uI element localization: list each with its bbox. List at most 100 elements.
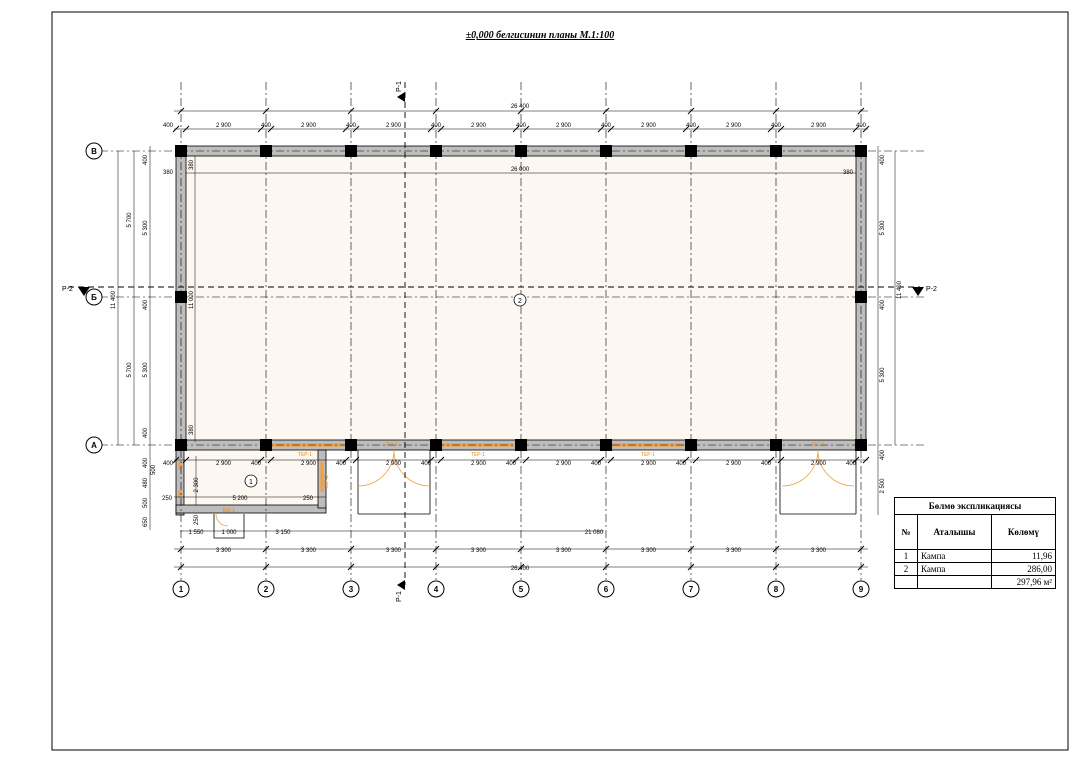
axis-marker-label: Б — [91, 293, 97, 302]
axis-marker-circle — [682, 580, 700, 598]
door-label-1: ЕШ-1 — [386, 442, 399, 448]
axis-marker-circle — [767, 580, 785, 598]
dim-annex-250: 250 — [194, 514, 200, 525]
dimension-ticks — [172, 107, 870, 571]
explication-row-value: 11,96 — [990, 549, 1057, 563]
axis-marker-label: 3 — [349, 585, 354, 594]
dim-ext-480: 480 — [143, 477, 149, 488]
dim-bay-top: 2 900 — [471, 123, 487, 129]
window-label-2: ТЕР-1 — [471, 452, 485, 458]
dim-380-a: 380 — [189, 159, 195, 170]
explication-row-name: Кампа — [917, 549, 992, 563]
dim-bay-mid: 2 900 — [641, 461, 657, 467]
dim-col-mid: 400 — [506, 461, 517, 467]
explication-header-name: Аталышы — [917, 514, 992, 550]
dim-col-mid: 400 — [591, 461, 602, 467]
dim-21080: 21 080 — [585, 530, 604, 536]
window-label-3: ТЕР-1 — [641, 452, 655, 458]
section-mark-bottom: Р-1 — [396, 591, 403, 602]
dim-axis-3300: 3 300 — [216, 548, 232, 554]
dim-bay-mid: 2 900 — [556, 461, 572, 467]
explication-row: 2 Кампа 286,00 — [894, 562, 1057, 576]
axis-marker-circle — [85, 288, 103, 306]
dim-bay-mid: 2 900 — [471, 461, 487, 467]
axis-marker-circle — [257, 580, 275, 598]
dim-right-5300-b: 5 300 — [880, 367, 886, 383]
dim-5300-bottom: 5 300 — [143, 362, 149, 378]
dim-annex-length: 5 200 — [232, 496, 248, 502]
dim-col-mid: 400 — [421, 461, 432, 467]
dim-wall-left: 380 — [163, 170, 174, 176]
axis-marker-label: В — [91, 147, 97, 156]
section-mark-right: Р-2 — [926, 286, 937, 293]
dim-col-top: 400 — [346, 123, 357, 129]
dim-overall-top: 26 400 — [511, 104, 530, 110]
window-label-4: ТЕР-2 — [324, 475, 330, 489]
dim-bay-mid: 2 900 — [216, 461, 232, 467]
dimension-lines — [117, 110, 896, 568]
dim-ext-500-b: 500 — [151, 464, 157, 475]
dim-bay-top: 2 900 — [556, 123, 572, 129]
dim-ext-500: 500 — [143, 497, 149, 508]
dim-bay-top: 2 900 — [811, 123, 827, 129]
axis-marker-label: А — [91, 441, 97, 450]
window-label-1: ТЕР-1 — [298, 452, 312, 458]
sheet-frame — [51, 11, 1069, 751]
dim-ext-650: 650 — [143, 516, 149, 527]
dim-400-c: 400 — [143, 427, 149, 438]
dim-380-b: 380 — [189, 424, 195, 435]
dim-3150: 3 150 — [275, 530, 291, 536]
dim-axis-3300: 3 300 — [301, 548, 317, 554]
dim-col-mid: 400 — [251, 461, 262, 467]
dim-5300-top: 5 300 — [143, 220, 149, 236]
dim-bay-mid: 2 900 — [386, 461, 402, 467]
door-label-2: ЕШ-1 — [812, 442, 825, 448]
explication-header-no: № — [894, 514, 918, 550]
axis-marker-label: 1 — [179, 585, 184, 594]
dim-bay-top: 2 900 — [301, 123, 317, 129]
dim-ext-400: 400 — [143, 457, 149, 468]
explication-header-value: Көлөмү — [990, 514, 1057, 550]
dim-bay-mid: 2 900 — [301, 461, 317, 467]
explication-total-row: 297,96 м² — [894, 575, 1057, 589]
dim-right-400-c: 400 — [880, 449, 886, 460]
dim-col-mid: 400 — [676, 461, 687, 467]
section-arrows — [78, 92, 924, 590]
dim-axis-3300: 3 300 — [641, 548, 657, 554]
dim-col-top: 400 — [601, 123, 612, 129]
dim-col-mid: 400 — [163, 461, 174, 467]
dim-right-2500: 2 500 — [880, 478, 886, 494]
dim-col-mid: 400 — [761, 461, 772, 467]
dim-11400: 11 400 — [111, 290, 117, 309]
dim-wall-right: 380 — [843, 170, 854, 176]
axis-marker-label: 6 — [604, 585, 609, 594]
dim-11000: 11 000 — [189, 290, 195, 309]
explication-row-value: 286,00 — [990, 562, 1057, 576]
dim-bay-mid: 2 900 — [726, 461, 742, 467]
axis-marker-circle — [852, 580, 870, 598]
dim-col-mid: 400 — [336, 461, 347, 467]
axis-marker-label: 4 — [434, 585, 439, 594]
dim-axis-3300: 3 300 — [386, 548, 402, 554]
dim-1000: 1 000 — [221, 530, 237, 536]
dim-bay-top: 2 900 — [216, 123, 232, 129]
room-marker-2: 2 — [518, 298, 522, 305]
explication-row-name: Кампа — [917, 562, 992, 576]
dim-bay-top: 2 900 — [386, 123, 402, 129]
dim-overall-bottom: 26 400 — [511, 566, 530, 572]
axis-marker-circle — [172, 580, 190, 598]
dim-axis-3300: 3 300 — [726, 548, 742, 554]
axis-marker-circle — [85, 142, 103, 160]
opening-labels: ТЕР-1 ТЕР-1 ТЕР-1 ЕШ-1 ЕШ-1 ЕШ-1 ТЕР-2 — [223, 442, 825, 514]
section-lines — [68, 82, 920, 585]
dim-bay-top: 2 900 — [641, 123, 657, 129]
dim-right-400-a: 400 — [880, 154, 886, 165]
door-label-3: ЕШ-1 — [223, 508, 236, 514]
room-markers: 2 1 — [244, 293, 527, 488]
explication-caption: Бөлмө экспликациясы — [894, 497, 1056, 515]
axis-marker-circle — [597, 580, 615, 598]
axis-marker-circle — [342, 580, 360, 598]
